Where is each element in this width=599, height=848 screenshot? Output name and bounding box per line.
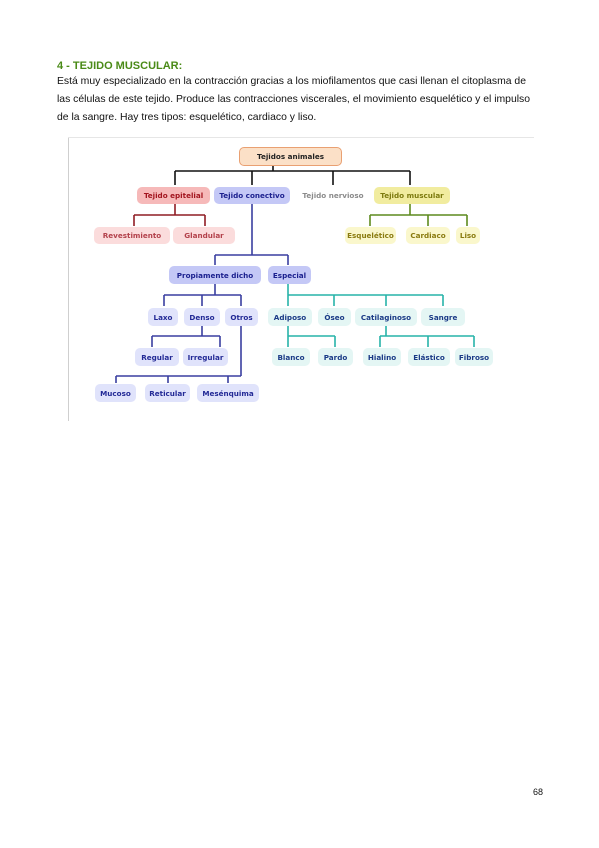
- node-glandular: Glandular: [173, 227, 235, 244]
- node-sangre: Sangre: [421, 308, 465, 326]
- node-propiamente-dicho: Propiamente dicho: [169, 266, 261, 284]
- page-number: 68: [533, 787, 544, 797]
- node-oseo: Óseo: [318, 308, 351, 326]
- node-regular: Regular: [135, 348, 179, 366]
- diagram-top-border: [68, 137, 534, 138]
- node-cardiaco: Cardiaco: [406, 227, 450, 244]
- section-paragraph: Está muy especializado en la contracción…: [57, 76, 531, 123]
- node-especial: Especial: [268, 266, 311, 284]
- node-denso: Denso: [184, 308, 220, 326]
- diagram-left-border: [68, 137, 69, 421]
- node-catilaginoso: Catilaginoso: [355, 308, 417, 326]
- node-hialino: Hialino: [363, 348, 401, 366]
- diagram-connectors: [115, 165, 475, 383]
- section-heading: 4 - TEJIDO MUSCULAR:: [57, 60, 183, 72]
- node-mesenquima: Mesénquima: [197, 384, 259, 402]
- node-liso: Liso: [456, 227, 480, 244]
- node-tejido-conectivo: Tejido conectivo: [214, 187, 290, 204]
- node-otros: Otros: [225, 308, 258, 326]
- node-blanco: Blanco: [272, 348, 310, 366]
- node-adiposo: Adiposo: [268, 308, 312, 326]
- node-tejido-nervioso: Tejido nervioso: [296, 187, 370, 204]
- node-elastico: Elástico: [408, 348, 450, 366]
- node-laxo: Laxo: [148, 308, 178, 326]
- node-revestimiento: Revestimiento: [94, 227, 170, 244]
- node-tejidos-animales: Tejidos animales: [239, 147, 342, 166]
- node-tejido-muscular: Tejido muscular: [374, 187, 450, 204]
- node-mucoso: Mucoso: [95, 384, 136, 402]
- node-reticular: Reticular: [145, 384, 190, 402]
- tissue-diagram: Tejidos animales Tejido epitelial Tejido…: [68, 137, 534, 421]
- node-tejido-epitelial: Tejido epitelial: [137, 187, 210, 204]
- node-irregular: Irregular: [183, 348, 228, 366]
- node-pardo: Pardo: [318, 348, 353, 366]
- node-esqueletico: Esquelético: [345, 227, 396, 244]
- node-fibroso: Fibroso: [455, 348, 493, 366]
